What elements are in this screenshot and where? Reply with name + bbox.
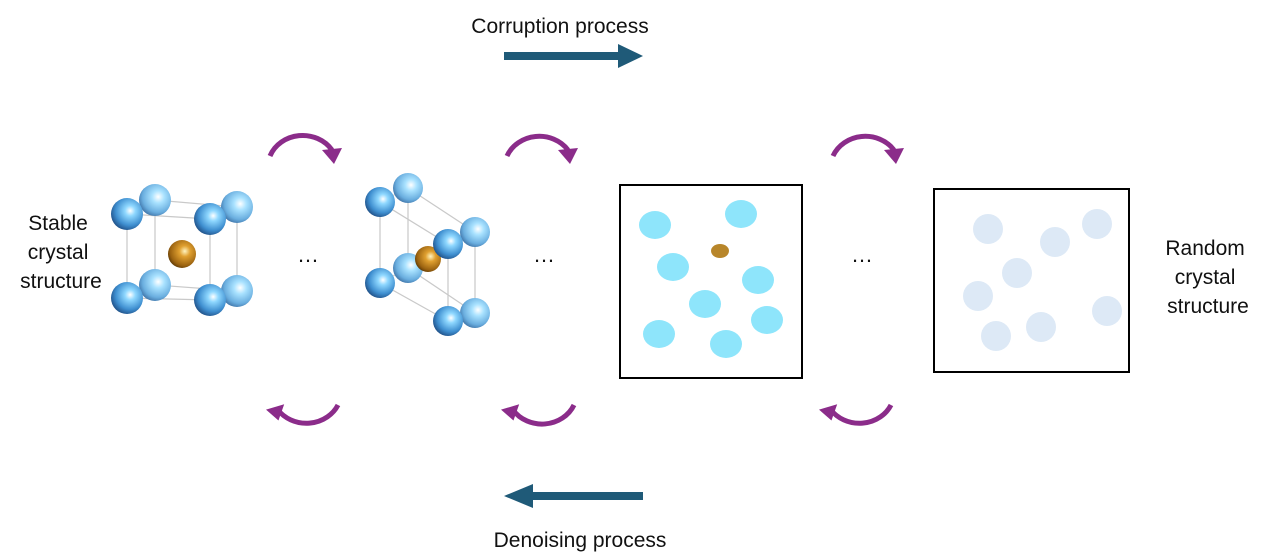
atom bbox=[194, 203, 226, 235]
atom bbox=[433, 229, 463, 259]
atom bbox=[460, 298, 490, 328]
stable-crystal-cell bbox=[111, 184, 253, 316]
distorted-crystal-cell bbox=[365, 173, 490, 336]
noisy-atom bbox=[751, 306, 783, 334]
noisy-structure-frame bbox=[619, 184, 803, 379]
noisy-atom bbox=[657, 253, 689, 281]
ellipsis-2: … bbox=[533, 242, 555, 267]
random-atom bbox=[1092, 296, 1122, 326]
random-atom bbox=[1040, 227, 1070, 257]
noisy-center-atom bbox=[711, 244, 729, 258]
random-atom bbox=[1026, 312, 1056, 342]
atom bbox=[139, 184, 171, 216]
reverse-step-arrow-1 bbox=[266, 403, 341, 426]
random-crystal-label: Random crystal structure bbox=[1165, 237, 1250, 318]
denoising-arrow bbox=[504, 484, 643, 508]
corruption-process-label: Corruption process bbox=[471, 15, 648, 38]
reverse-step-arrow-3 bbox=[819, 403, 894, 426]
atom bbox=[365, 187, 395, 217]
random-structure-frame bbox=[933, 188, 1130, 373]
denoising-process-label: Denoising process bbox=[494, 529, 667, 552]
atom bbox=[111, 282, 143, 314]
random-atom bbox=[981, 321, 1011, 351]
atom bbox=[221, 191, 253, 223]
noisy-atom bbox=[710, 330, 742, 358]
center-atom bbox=[168, 240, 196, 268]
ellipsis-3: … bbox=[851, 242, 873, 267]
noisy-atom bbox=[689, 290, 721, 318]
random-atom bbox=[1082, 209, 1112, 239]
noisy-atom bbox=[643, 320, 675, 348]
atom bbox=[365, 268, 395, 298]
atom bbox=[194, 284, 226, 316]
atom bbox=[111, 198, 143, 230]
random-atom bbox=[963, 281, 993, 311]
forward-step-arrow-3 bbox=[830, 133, 904, 164]
noisy-atom bbox=[639, 211, 671, 239]
atom bbox=[221, 275, 253, 307]
random-atom bbox=[1002, 258, 1032, 288]
noisy-atom bbox=[725, 200, 757, 228]
corruption-arrow bbox=[504, 44, 643, 68]
noisy-atom bbox=[742, 266, 774, 294]
atom bbox=[460, 217, 490, 247]
center-atom bbox=[415, 246, 441, 272]
forward-step-arrow-2 bbox=[504, 133, 578, 164]
atom bbox=[139, 269, 171, 301]
random-atom bbox=[973, 214, 1003, 244]
reverse-step-arrow-2 bbox=[501, 403, 577, 427]
stable-crystal-label: Stable crystal structure bbox=[20, 212, 102, 293]
atom bbox=[393, 173, 423, 203]
forward-step-arrow-1 bbox=[267, 132, 342, 164]
atom bbox=[433, 306, 463, 336]
ellipsis-1: … bbox=[297, 242, 319, 267]
